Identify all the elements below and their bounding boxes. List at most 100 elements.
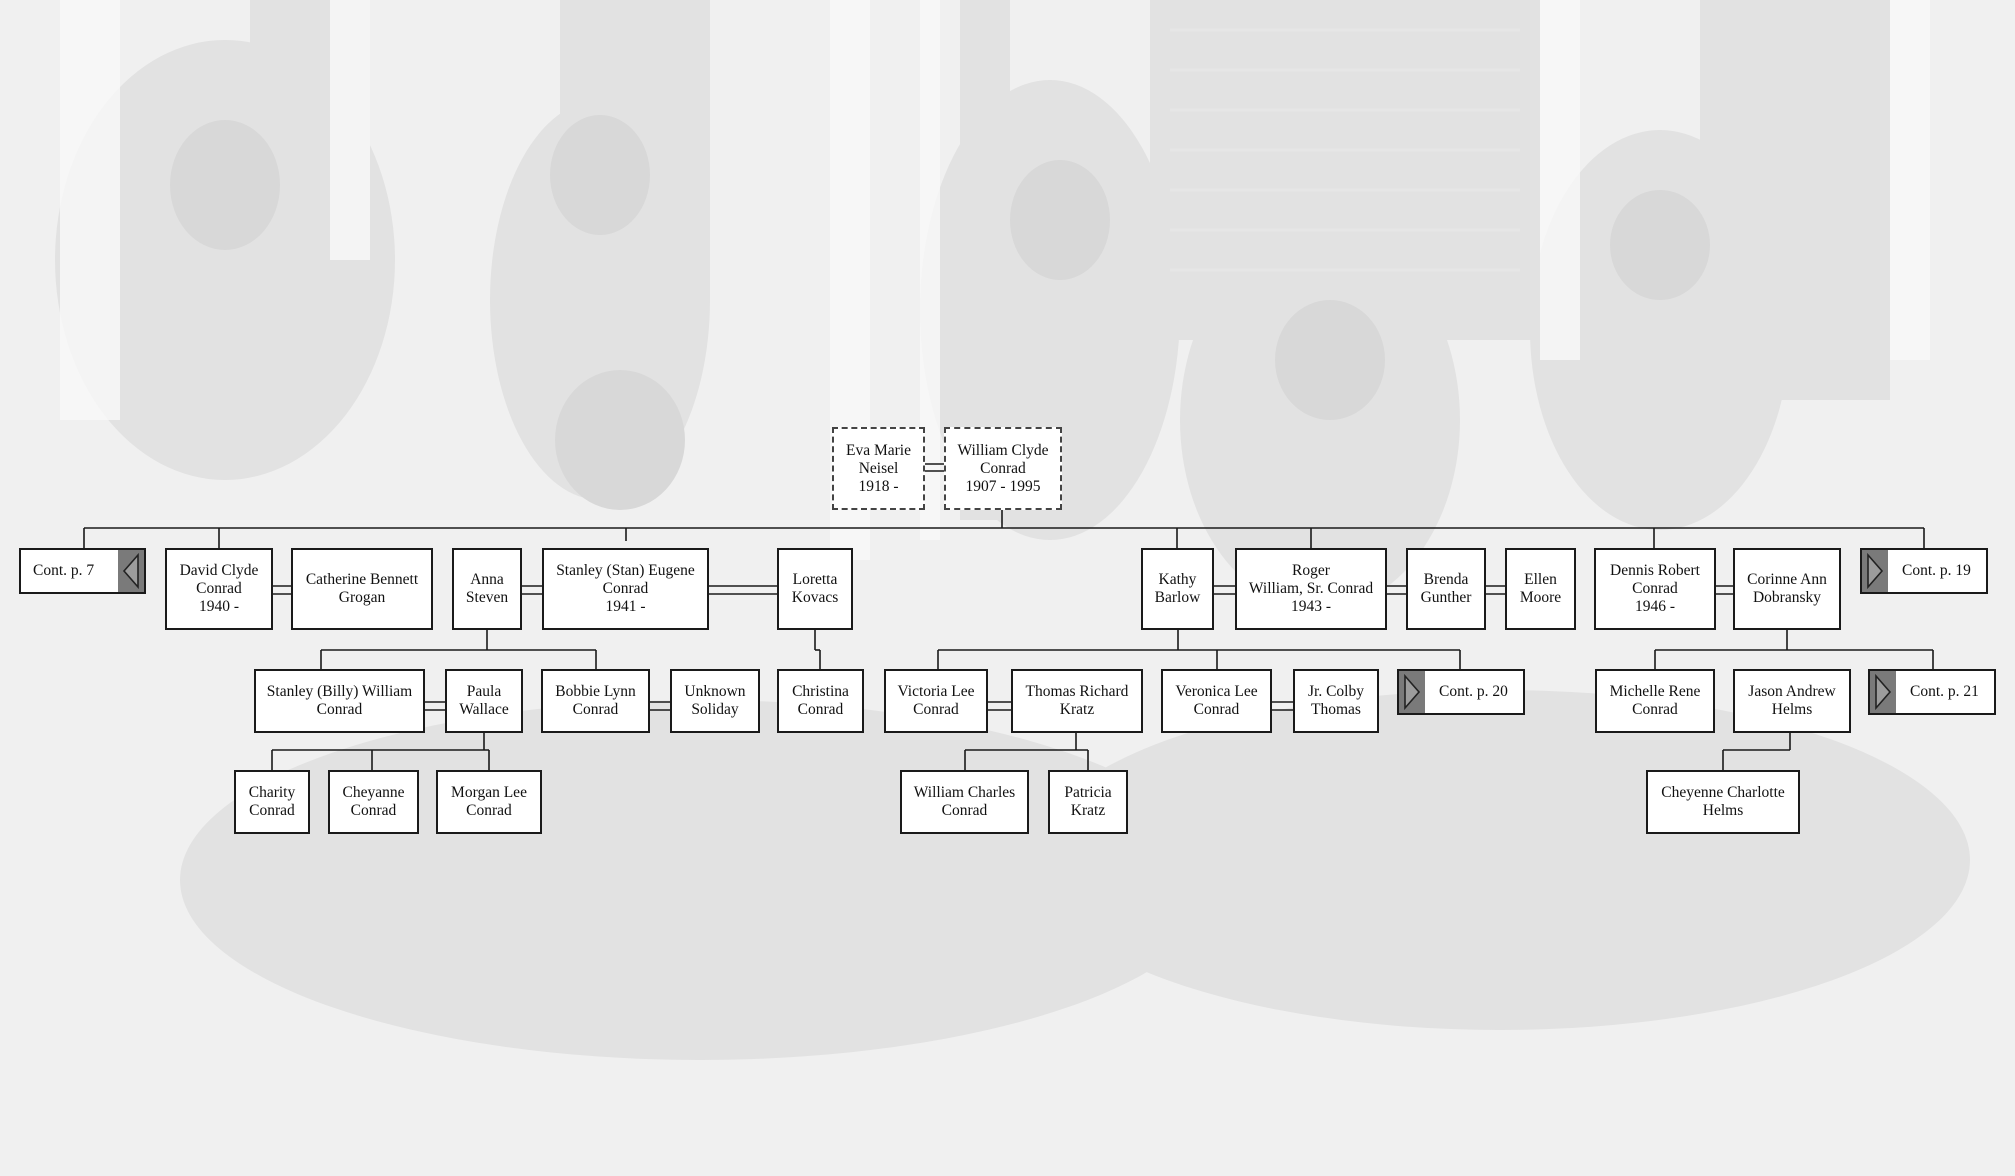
person-colby-thomas-jr[interactable]: Jr. Colby Thomas: [1293, 669, 1379, 733]
continuation-label: Cont. p. 7: [33, 550, 94, 592]
person-dates: 1940 -: [199, 598, 239, 616]
person-dennis-robert-conrad[interactable]: Dennis Robert Conrad 1946 -: [1594, 548, 1716, 630]
person-surname: Dobransky: [1753, 589, 1821, 607]
person-veronica-lee-conrad[interactable]: Veronica Lee Conrad: [1161, 669, 1272, 733]
person-ellen-moore[interactable]: Ellen Moore: [1505, 548, 1576, 630]
person-kathy-barlow[interactable]: Kathy Barlow: [1141, 548, 1214, 630]
person-name: Unknown: [684, 683, 745, 701]
person-jason-andrew-helms[interactable]: Jason Andrew Helms: [1733, 669, 1851, 733]
person-christina-conrad[interactable]: Christina Conrad: [777, 669, 864, 733]
person-surname: Barlow: [1155, 589, 1201, 607]
person-surname: Conrad: [466, 802, 512, 820]
person-name: Roger: [1292, 562, 1330, 580]
person-paula-wallace[interactable]: Paula Wallace: [445, 669, 523, 733]
person-name: Paula: [467, 683, 501, 701]
person-bobbie-lynn-conrad[interactable]: Bobbie Lynn Conrad: [541, 669, 650, 733]
person-name: Cheyanne: [343, 784, 405, 802]
continuation-p20-button[interactable]: Cont. p. 20: [1397, 669, 1525, 715]
person-name: Morgan Lee: [451, 784, 527, 802]
person-surname: Kratz: [1071, 802, 1105, 820]
person-surname: Conrad: [351, 802, 397, 820]
person-surname: Kovacs: [792, 589, 839, 607]
continuation-p19-button[interactable]: Cont. p. 19: [1860, 548, 1988, 594]
person-dates: 1946 -: [1635, 598, 1675, 616]
person-dates: 1941 -: [605, 598, 645, 616]
person-surname: Helms: [1772, 701, 1812, 719]
person-cheyanne-conrad[interactable]: Cheyanne Conrad: [328, 770, 419, 834]
person-name: Patricia: [1064, 784, 1111, 802]
person-name: Anna: [470, 571, 504, 589]
person-name: Jason Andrew: [1748, 683, 1835, 701]
person-surname: Kratz: [1060, 701, 1094, 719]
person-surname: Grogan: [339, 589, 386, 607]
continuation-p7-button[interactable]: Cont. p. 7: [19, 548, 146, 594]
person-name: Brenda: [1424, 571, 1469, 589]
person-unknown-soliday[interactable]: Unknown Soliday: [670, 669, 760, 733]
person-surname: Conrad: [798, 701, 844, 719]
person-surname: Conrad: [603, 580, 649, 598]
person-surname: Conrad: [1632, 580, 1678, 598]
person-name: Michelle Rene: [1610, 683, 1701, 701]
person-name: Ellen: [1524, 571, 1557, 589]
person-surname: Moore: [1520, 589, 1561, 607]
person-name: Christina: [792, 683, 849, 701]
person-dates: 1907 - 1995: [966, 478, 1041, 496]
person-william-clyde-conrad[interactable]: William Clyde Conrad 1907 - 1995: [944, 427, 1062, 510]
person-surname: Conrad: [317, 701, 363, 719]
arrow-right-icon: [1399, 671, 1425, 713]
person-stanley-billy-william-conrad[interactable]: Stanley (Billy) William Conrad: [254, 669, 425, 733]
person-dates: 1918 -: [858, 478, 898, 496]
person-name: Dennis Robert: [1610, 562, 1700, 580]
person-surname: Gunther: [1421, 589, 1472, 607]
person-charity-conrad[interactable]: Charity Conrad: [234, 770, 310, 834]
person-brenda-gunther[interactable]: Brenda Gunther: [1406, 548, 1486, 630]
person-stanley-eugene-conrad[interactable]: Stanley (Stan) Eugene Conrad 1941 -: [542, 548, 709, 630]
continuation-label: Cont. p. 20: [1439, 671, 1508, 713]
person-name: Corinne Ann: [1747, 571, 1827, 589]
person-morgan-lee-conrad[interactable]: Morgan Lee Conrad: [436, 770, 542, 834]
person-anna-steven[interactable]: Anna Steven: [452, 548, 522, 630]
person-cheyenne-charlotte-helms[interactable]: Cheyenne Charlotte Helms: [1646, 770, 1800, 834]
person-surname: Helms: [1703, 802, 1743, 820]
person-loretta-kovacs[interactable]: Loretta Kovacs: [777, 548, 853, 630]
person-name: Catherine Bennett: [306, 571, 418, 589]
arrow-left-icon: [118, 550, 144, 592]
person-patricia-kratz[interactable]: Patricia Kratz: [1048, 770, 1128, 834]
person-surname: Conrad: [942, 802, 988, 820]
continuation-label: Cont. p. 19: [1902, 550, 1971, 592]
person-surname: Steven: [466, 589, 508, 607]
person-name: William Charles: [914, 784, 1015, 802]
person-name: Charity: [249, 784, 296, 802]
person-name: Kathy: [1159, 571, 1197, 589]
person-corinne-ann-dobransky[interactable]: Corinne Ann Dobransky: [1733, 548, 1841, 630]
person-victoria-lee-conrad[interactable]: Victoria Lee Conrad: [884, 669, 988, 733]
person-william-charles-conrad[interactable]: William Charles Conrad: [900, 770, 1029, 834]
person-surname: Wallace: [459, 701, 509, 719]
person-name: William Clyde: [957, 442, 1048, 460]
continuation-label: Cont. p. 21: [1910, 671, 1979, 713]
person-surname: Conrad: [1194, 701, 1240, 719]
person-roger-william-conrad[interactable]: Roger William, Sr. Conrad 1943 -: [1235, 548, 1387, 630]
person-surname: Conrad: [249, 802, 295, 820]
person-catherine-bennett-grogan[interactable]: Catherine Bennett Grogan: [291, 548, 433, 630]
person-name: Jr. Colby: [1308, 683, 1364, 701]
person-surname: Conrad: [1632, 701, 1678, 719]
person-surname: Neisel: [859, 460, 899, 478]
arrow-right-icon: [1862, 550, 1888, 592]
person-david-clyde-conrad[interactable]: David Clyde Conrad 1940 -: [165, 548, 273, 630]
person-michelle-rene-conrad[interactable]: Michelle Rene Conrad: [1595, 669, 1715, 733]
person-surname: Conrad: [196, 580, 242, 598]
person-name: Victoria Lee: [898, 683, 975, 701]
person-name: Veronica Lee: [1175, 683, 1257, 701]
person-name: Bobbie Lynn: [555, 683, 636, 701]
person-surname: Conrad: [573, 701, 619, 719]
person-thomas-richard-kratz[interactable]: Thomas Richard Kratz: [1011, 669, 1143, 733]
continuation-p21-button[interactable]: Cont. p. 21: [1868, 669, 1996, 715]
person-name: Eva Marie: [846, 442, 911, 460]
person-surname: Soliday: [691, 701, 738, 719]
person-eva-marie-neisel[interactable]: Eva Marie Neisel 1918 -: [832, 427, 925, 510]
person-surname: Thomas: [1311, 701, 1361, 719]
person-dates: 1943 -: [1291, 598, 1331, 616]
person-surname: Conrad: [980, 460, 1026, 478]
person-name: David Clyde: [180, 562, 259, 580]
